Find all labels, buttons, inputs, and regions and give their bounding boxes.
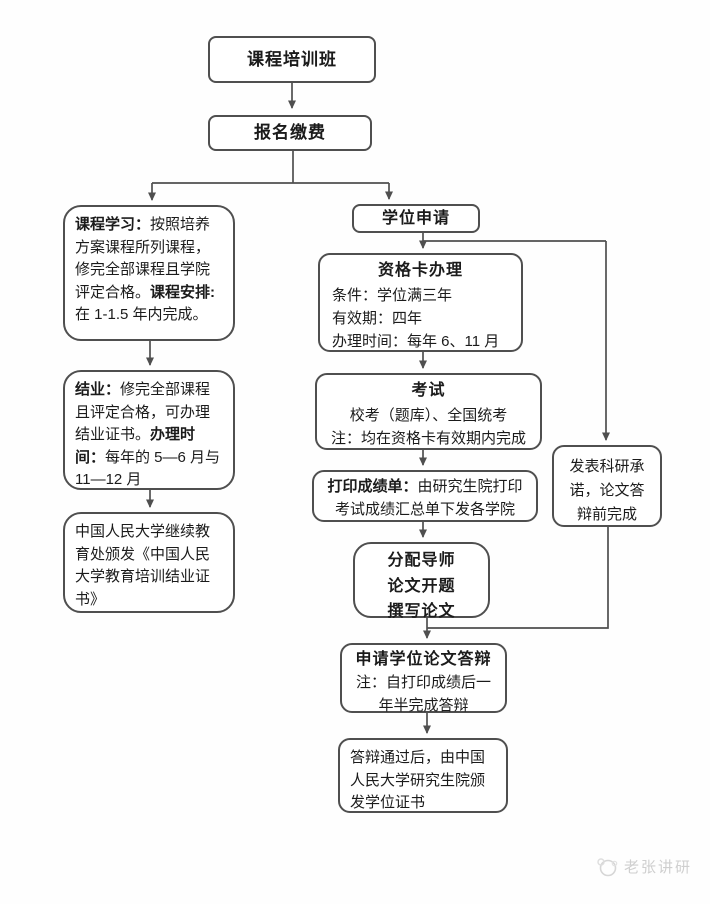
print-transcript-label: 打印成绩单： xyxy=(327,478,418,495)
completion-label1: 结业： xyxy=(75,381,121,398)
completion-text2: 每年的 5—6 月与 11—12 月 xyxy=(75,448,221,489)
node-training-class-label: 课程培训班 xyxy=(247,49,337,69)
completion-cert-text: 中国人民大学继续教育处颁发《中国人民大学教育培训结业证书》 xyxy=(75,523,211,608)
node-completion: 结业：修完全部课程且评定合格，可办理结业证书。办理时间：每年的 5—6 月与 1… xyxy=(63,370,235,490)
defense-application-note: 注：自打印成绩后一年半完成答辩 xyxy=(355,674,491,714)
qualification-card-line1: 条件：学位满三年 xyxy=(332,286,453,304)
course-study-text1: 按照培养方案课程所列课程，修完全部课程且学院评定合格。 xyxy=(75,216,211,301)
node-registration: 报名缴费 xyxy=(208,115,372,151)
watermark: 老张讲研 xyxy=(596,856,692,877)
node-training-class: 课程培训班 xyxy=(208,36,376,83)
node-print-transcript: 打印成绩单：由研究生院打印考试成绩汇总单下发各学院 xyxy=(312,470,538,522)
thesis-prep-line2: 论文开题 xyxy=(387,577,456,595)
node-completion-cert: 中国人民大学继续教育处颁发《中国人民大学教育培训结业证书》 xyxy=(63,512,235,613)
node-thesis-prep: 分配导师 论文开题 撰写论文 xyxy=(353,542,490,620)
defense-application-title: 申请学位论文答辩 xyxy=(355,651,492,668)
node-research-commitment: 发表科研承诺，论文答辩前完成 xyxy=(552,445,662,527)
course-study-label2: 课程安排: xyxy=(150,283,216,301)
course-study-text2: 在 1-1.5 年内完成。 xyxy=(75,306,208,323)
thesis-prep-line3: 撰写论文 xyxy=(387,603,456,621)
connector-commitment-merge xyxy=(427,527,609,629)
qualification-card-title: 资格卡办理 xyxy=(377,262,463,279)
node-degree-application: 学位申请 xyxy=(352,204,480,233)
node-exam: 考试 校考（题库）、全国统考 注：均在资格卡有效期内完成 xyxy=(315,373,542,450)
node-degree-cert: 答辩通过后，由中国人民大学研究生院颁发学位证书 xyxy=(338,738,508,813)
exam-title: 考试 xyxy=(411,382,446,399)
node-qualification-card: 资格卡办理 条件：学位满三年 有效期：四年 办理时间：每年 6、11 月 xyxy=(318,253,523,352)
watermark-logo-icon xyxy=(597,857,618,876)
node-defense-application: 申请学位论文答辩 注：自打印成绩后一年半完成答辩 xyxy=(340,643,507,714)
exam-line1: 校考（题库）、全国统考 xyxy=(349,406,508,424)
node-course-study: 课程学习：按照培养方案课程所列课程，修完全部课程且学院评定合格。课程安排: 在 1… xyxy=(63,205,235,341)
print-transcript-text: 由研究生院打印考试成绩汇总单下发各学院 xyxy=(334,478,523,518)
exam-line2: 注：均在资格卡有效期内完成 xyxy=(330,430,526,448)
course-study-label1: 课程学习： xyxy=(75,216,151,233)
completion-label2: 办理时间： xyxy=(75,426,196,466)
research-commitment-text: 发表科研承诺，论文答辩前完成 xyxy=(569,458,645,523)
node-registration-label: 报名缴费 xyxy=(254,123,326,143)
qualification-card-line2: 有效期：四年 xyxy=(332,310,423,328)
watermark-text: 老张讲研 xyxy=(623,859,692,876)
degree-application-label: 学位申请 xyxy=(381,209,450,227)
qualification-card-line3: 办理时间：每年 6、11 月 xyxy=(332,333,500,351)
thesis-prep-line1: 分配导师 xyxy=(387,552,456,569)
completion-text1: 修完全部课程且评定合格，可办理结业证书。 xyxy=(75,381,211,443)
degree-cert-text: 答辩通过后，由中国人民大学研究生院颁发学位证书 xyxy=(350,749,486,811)
